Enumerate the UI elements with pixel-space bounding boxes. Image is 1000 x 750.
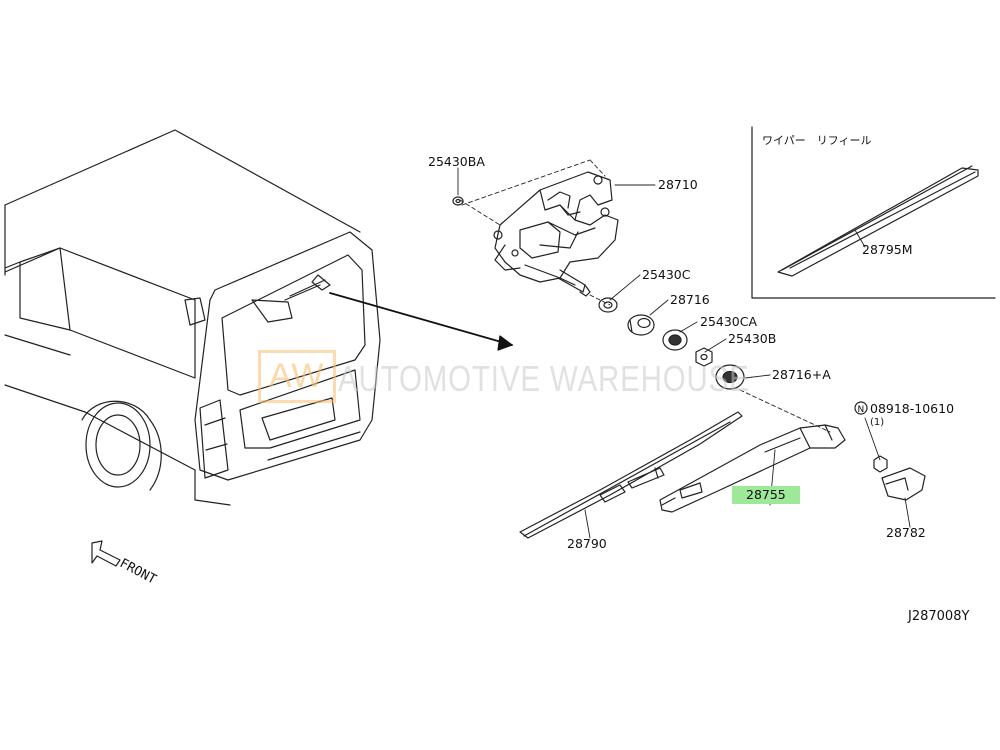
nut-25430BA bbox=[452, 196, 464, 206]
callout-28716A: 28716+A bbox=[772, 367, 831, 382]
cover-28782 bbox=[881, 467, 926, 501]
callout-28716: 28716 bbox=[670, 292, 710, 307]
leader-arrow bbox=[329, 292, 513, 346]
wiper-blade-28790 bbox=[519, 411, 743, 539]
N-circle-icon bbox=[854, 401, 868, 415]
callout-25430C: 25430C bbox=[642, 267, 691, 282]
bushing-28716 bbox=[627, 314, 655, 336]
watermark-logo: AW bbox=[258, 350, 336, 403]
van-illustration bbox=[4, 129, 381, 506]
callout-25430CA: 25430CA bbox=[700, 314, 758, 329]
inset-title: ワイパー リフィール bbox=[762, 134, 872, 147]
nut-25430B bbox=[695, 347, 713, 367]
watermark-text: AUTOMOTIVE WAREHOUSE bbox=[338, 358, 750, 399]
nut-08918-10610 bbox=[873, 455, 888, 473]
callout-qty: (1) bbox=[870, 417, 885, 428]
front-arrow-icon bbox=[91, 540, 121, 567]
cap-28716A bbox=[715, 364, 745, 390]
wiper-motor-28710 bbox=[493, 171, 619, 297]
callout-25430BA: 25430BA bbox=[428, 154, 485, 169]
inset-box bbox=[751, 126, 996, 299]
callout-28795M: 28795M bbox=[862, 242, 913, 257]
diagram-id: J287008Y bbox=[908, 609, 970, 624]
callout-08918-10610: 08918-10610 bbox=[870, 401, 955, 416]
wiper-arm-28755 bbox=[659, 424, 846, 513]
washer-25430C bbox=[598, 297, 618, 313]
callout-25430B: 25430B bbox=[728, 331, 777, 346]
wiper-refill-28795M bbox=[777, 165, 979, 277]
callout-28710: 28710 bbox=[658, 177, 698, 192]
svg-text:N: N bbox=[858, 405, 865, 415]
callout-28782: 28782 bbox=[886, 525, 926, 540]
seal-25430CA bbox=[662, 329, 688, 351]
callout-28790: 28790 bbox=[567, 536, 607, 551]
callout-28755-highlighted[interactable]: 28755 bbox=[732, 486, 800, 504]
